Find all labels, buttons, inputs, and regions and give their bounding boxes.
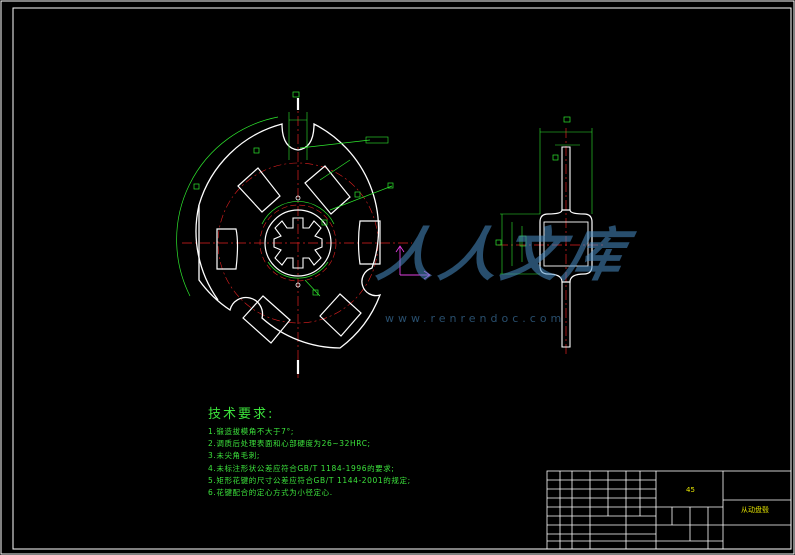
dimension-arc-hub: [267, 261, 329, 279]
requirement-item: 2.调质后处理表面和心部硬度为26~32HRC;: [208, 439, 371, 449]
section-tolerance-box-bore: [519, 235, 527, 247]
spring-window-top-left: [237, 167, 281, 213]
requirement-item: 5.矩形花键的尺寸公差应符合GB/T 1144-2001的规定;: [208, 475, 411, 485]
hub-section: [539, 209, 593, 283]
watermark-logo: 人人文库: [371, 221, 635, 289]
rivet-hole-bottom: [295, 282, 301, 288]
requirement-item: 3.未尖角毛刺;: [208, 451, 260, 461]
technical-requirements-title: 技术要求:: [208, 407, 275, 422]
spline-profile: [273, 217, 323, 269]
drawing-frame-border: [12, 7, 792, 550]
tolerance-box-left-arc: [193, 183, 200, 190]
spring-window-bottom-left: [242, 295, 291, 344]
title-block: [546, 470, 792, 550]
requirement-item: 4.未标注形状公差应符合GB/T 1184-1996的要求;: [208, 463, 395, 473]
leader-line-window: [319, 159, 351, 181]
leader-line-top: [299, 139, 371, 149]
hub-centerline-circle: [259, 204, 337, 282]
spring-window-right: [357, 220, 381, 265]
tolerance-box-label-top: [365, 136, 389, 144]
tolerance-box-top: [292, 91, 300, 98]
title-block-part-name: 从动盘毂: [741, 506, 769, 514]
spring-window-top-right: [304, 165, 351, 215]
title-block-material: 45: [686, 486, 695, 494]
dimension-arc-ring: [261, 201, 335, 225]
disc-arc-left: [195, 204, 219, 301]
hub-bore: [543, 221, 589, 267]
watermark-url: www.renrendoc.com: [385, 312, 566, 325]
requirement-item: 6.花键配合的定心方式为小径定心.: [208, 488, 333, 498]
spring-window-bottom-right: [319, 293, 362, 337]
tolerance-box-right: [387, 182, 394, 189]
tolerance-box-bottom: [312, 289, 319, 296]
hub-outer-circle: [264, 209, 332, 277]
section-tolerance-box-left: [495, 239, 502, 246]
section-view: [495, 116, 605, 355]
technical-requirements: 技术要求: 1.锻造拔模角不大于7°; 2.调质后处理表面和心部硬度为26~32…: [208, 403, 411, 499]
ucs-icon: [395, 245, 431, 280]
title-block-frame: [546, 470, 792, 550]
tolerance-box-outer: [253, 147, 260, 154]
section-tolerance-box-top: [563, 116, 571, 123]
section-tolerance-box-mid: [552, 154, 559, 161]
requirement-item: 1.锻造拔模角不大于7°;: [208, 427, 295, 436]
spring-window-left: [216, 228, 239, 270]
leader-line-right: [329, 185, 393, 211]
dimension-arc-outer: [176, 116, 279, 297]
tolerance-box-window: [354, 191, 361, 198]
leader-line-bottom: [304, 279, 321, 297]
tolerance-box-hub: [321, 219, 328, 226]
front-view: [176, 91, 431, 378]
rivet-hole-top: [295, 195, 301, 201]
disc-outer-contour: [198, 122, 382, 349]
